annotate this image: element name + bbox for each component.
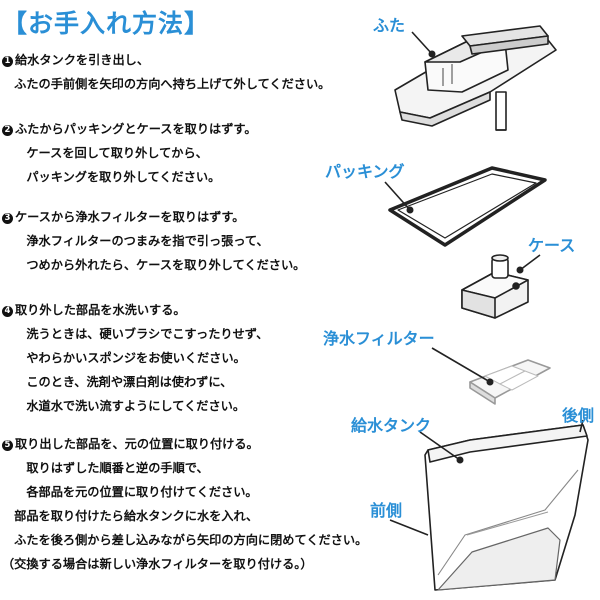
lid-label: ふた: [373, 16, 406, 35]
step-line: ふたを後ろ側から差し込みながら矢印の方向に閉めてください。: [2, 533, 368, 547]
case-illustration: [461, 254, 529, 319]
step-number: 3: [2, 213, 13, 224]
packing-illustration: [388, 166, 547, 247]
step-line: 部品を取り付けたら給水タンクに水を入れ、: [2, 509, 259, 523]
step-number: 1: [2, 56, 13, 67]
page-title: 【お手入れ方法】: [2, 9, 211, 38]
step-number: 2: [2, 125, 13, 136]
step-line: パッキングを取り外してください。: [2, 170, 221, 184]
packing-label: パッキング: [325, 162, 405, 181]
step-line: 取りはずした順番と逆の手順で、: [2, 461, 209, 475]
filter-illustration: [469, 359, 551, 405]
step-line: 水道水で洗い流すようにしてください。: [2, 399, 246, 413]
lid-illustration: [394, 25, 557, 131]
step-number: 4: [2, 306, 13, 317]
step-line: やわらかいスポンジをお使いください。: [2, 351, 246, 365]
case-label: ケース: [528, 236, 576, 255]
step-line: このとき、洗剤や漂白剤は使わずに、: [2, 375, 233, 389]
tank-label: 給水タンク: [351, 416, 432, 435]
tank-illustration: [424, 424, 589, 591]
back-side-label: 後側: [562, 406, 595, 425]
step-line: 各部品を元の位置に取り付けてください。: [2, 485, 258, 499]
step-line: （交換する場合は新しい浄水フィルターを取り付ける。）: [2, 557, 313, 571]
step-line: ふたの手前側を矢印の方向へ持ち上げて外してください。: [2, 77, 331, 91]
step-number: 5: [2, 440, 13, 451]
filter-label: 浄水フィルター: [323, 329, 435, 348]
step-line: つめから外れたら、ケースを取り外してください。: [2, 258, 306, 272]
front-side-label: 前側: [370, 501, 403, 520]
step-line: 洗うときは、硬いブラシでこすったりせず、: [2, 327, 269, 341]
step-line: ケースを回して取り外してから、: [2, 146, 208, 160]
step-line: 浄水フィルターのつまみを指で引っ張って、: [2, 234, 269, 248]
